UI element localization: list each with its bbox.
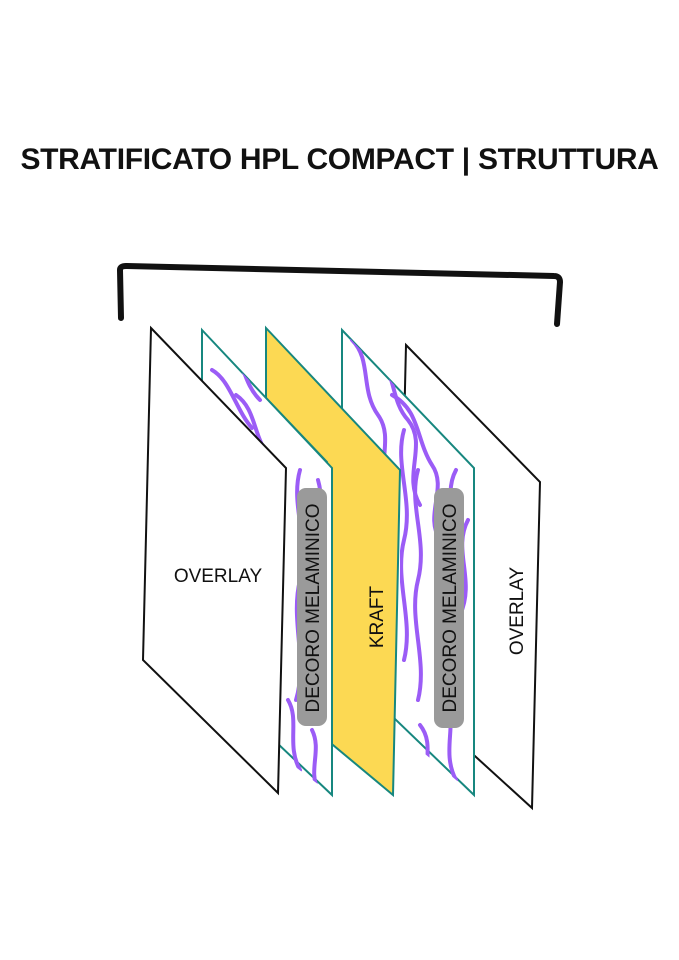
overlay-label-right: OVERLAY: [507, 567, 528, 656]
overlay-label-left: OVERLAY: [174, 566, 263, 587]
diagram-title: STRATIFICATO HPL COMPACT | STRUTTURA: [20, 143, 659, 176]
stack-bracket: [117, 263, 563, 327]
overlay-sheet-left: [141, 325, 288, 796]
decoro-label-left: DECORO MELAMINICO: [303, 503, 324, 712]
decoro-tag-right: [434, 488, 464, 728]
decoro-label-right: DECORO MELAMINICO: [440, 503, 461, 712]
decoro-tag-left: [297, 488, 327, 726]
kraft-label: KRAFT: [367, 585, 388, 648]
